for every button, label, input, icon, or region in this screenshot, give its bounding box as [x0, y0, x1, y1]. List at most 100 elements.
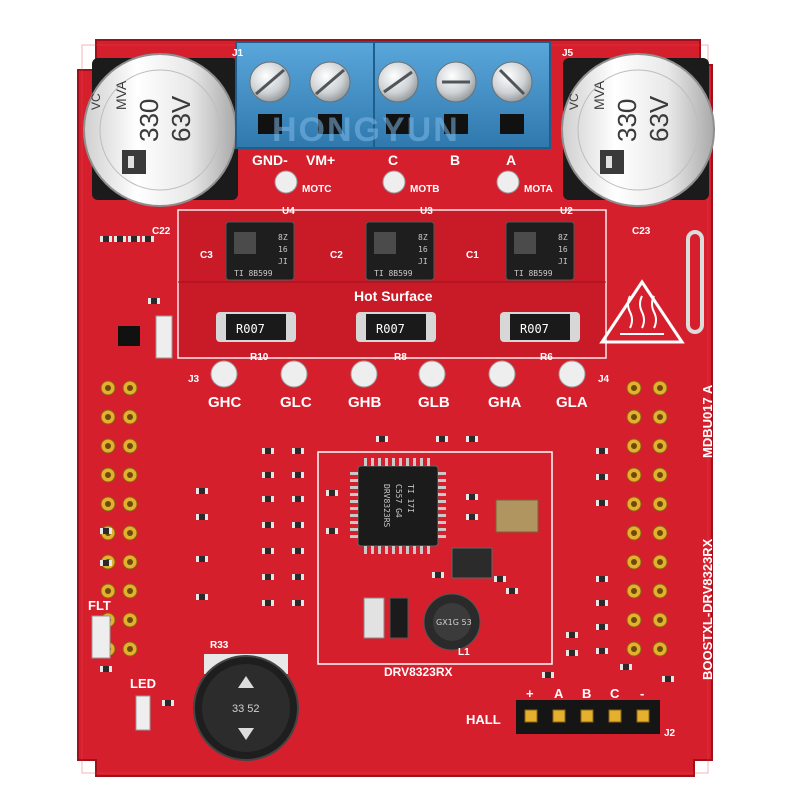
header-pin-hole	[631, 472, 637, 478]
header-pin-hole	[127, 646, 133, 652]
u4-mark-1: 8Z	[278, 233, 288, 242]
smd-part-body	[599, 576, 605, 582]
smd-part-body	[265, 496, 271, 502]
u1-mark-3: DRV8323RS	[382, 484, 391, 528]
smd-part-body	[151, 298, 157, 304]
smd-part-body	[295, 472, 301, 478]
smd-part-body	[497, 576, 503, 582]
ic-pin	[350, 493, 358, 496]
potentiometer-r33[interactable]	[193, 654, 299, 761]
label-r33: R33	[210, 640, 229, 651]
smd-part-body	[295, 496, 301, 502]
smd-part-body	[199, 556, 205, 562]
ic-pin	[438, 486, 446, 489]
header-pin-hole	[657, 617, 663, 623]
terminal-block-phases[interactable]	[373, 41, 551, 149]
header-pin-hole	[127, 617, 133, 623]
smd-part-body	[509, 588, 515, 594]
ic-pin	[438, 479, 446, 482]
ic-pin	[371, 546, 374, 554]
shunt-r10-value: R007	[236, 322, 265, 336]
label-j4: J4	[598, 374, 610, 385]
smd-part-body	[131, 236, 137, 242]
header-pin-hole	[631, 588, 637, 594]
ic-pin	[438, 528, 446, 531]
cap-c22-line4: 63V	[166, 95, 196, 142]
ic-pin	[364, 546, 367, 554]
header-pin-hole	[631, 443, 637, 449]
header-pin-hole	[127, 385, 133, 391]
driver-ic-u1	[350, 458, 446, 554]
ic-pin	[350, 507, 358, 510]
header-pin-hole	[657, 588, 663, 594]
u3-mark-3: JI	[418, 257, 428, 266]
label-phase-a: A	[506, 152, 516, 168]
ic-pin	[438, 500, 446, 503]
smd-part-body	[265, 522, 271, 528]
header-pin-hole	[127, 472, 133, 478]
ic-pin	[350, 486, 358, 489]
ic-pin	[350, 521, 358, 524]
label-glb: GLB	[418, 394, 450, 411]
header-pin-hole	[105, 472, 111, 478]
ic-pin	[378, 546, 381, 554]
label-c2: C2	[330, 250, 343, 261]
label-ghc: GHC	[208, 394, 242, 411]
hall-pin-b: B	[582, 686, 591, 701]
gnd-test-hook[interactable]	[686, 230, 704, 334]
hall-header-j2[interactable]	[516, 700, 660, 734]
smd-part-body	[469, 514, 475, 520]
smd-part-body	[199, 514, 205, 520]
hall-pin	[552, 709, 566, 723]
driver-ic-zone	[317, 451, 553, 665]
ic-pin	[392, 546, 395, 554]
label-motb: MOTB	[410, 184, 439, 195]
label-j5: J5	[562, 48, 574, 59]
terminal-block-power[interactable]	[235, 41, 375, 149]
ic-pin	[427, 458, 430, 466]
label-u4: U4	[282, 206, 295, 217]
board-rev: MDBU017 A	[700, 384, 715, 458]
label-u2: U2	[560, 206, 573, 217]
cap-c22-line1: VC	[89, 93, 103, 110]
ic-pin	[413, 546, 416, 554]
label-c3: C3	[200, 250, 213, 261]
header-pin-hole	[127, 530, 133, 536]
mosfet-u4	[225, 221, 295, 281]
hall-pin	[636, 709, 650, 723]
board-name: BOOSTXL-DRV8323RX	[700, 538, 715, 680]
label-u3: U3	[420, 206, 433, 217]
smd-part-body	[665, 676, 671, 682]
ic-pin	[438, 521, 446, 524]
ic-pin	[378, 458, 381, 466]
u2-mark-2: 16	[558, 245, 568, 254]
label-phase-b: B	[450, 152, 460, 168]
header-j4-right[interactable]	[626, 380, 668, 657]
smd-part-body	[545, 672, 551, 678]
smd-part-body	[435, 572, 441, 578]
label-j1: J1	[232, 48, 244, 59]
ic-pin	[350, 528, 358, 531]
smd-part-body	[265, 472, 271, 478]
header-pin-hole	[657, 443, 663, 449]
header-pin-hole	[657, 472, 663, 478]
cap-c22-line3: 330	[134, 99, 164, 142]
hall-pin	[524, 709, 538, 723]
label-gha: GHA	[488, 394, 522, 411]
u1-mark-2: C557 G4	[394, 484, 403, 518]
smd-part-body	[295, 600, 301, 606]
ic-pin	[350, 479, 358, 482]
ic-pin	[438, 507, 446, 510]
ic-pin	[350, 500, 358, 503]
header-pin-hole	[127, 414, 133, 420]
hall-pin	[608, 709, 622, 723]
label-vm: VM+	[306, 152, 335, 168]
label-mota: MOTA	[524, 184, 553, 195]
header-pin-hole	[631, 530, 637, 536]
u4-mark-2: 16	[278, 245, 288, 254]
smd-part-body	[103, 528, 109, 534]
header-pin-hole	[631, 414, 637, 420]
smd-part-body	[265, 548, 271, 554]
ic-pin	[406, 546, 409, 554]
smd-part-body	[329, 528, 335, 534]
